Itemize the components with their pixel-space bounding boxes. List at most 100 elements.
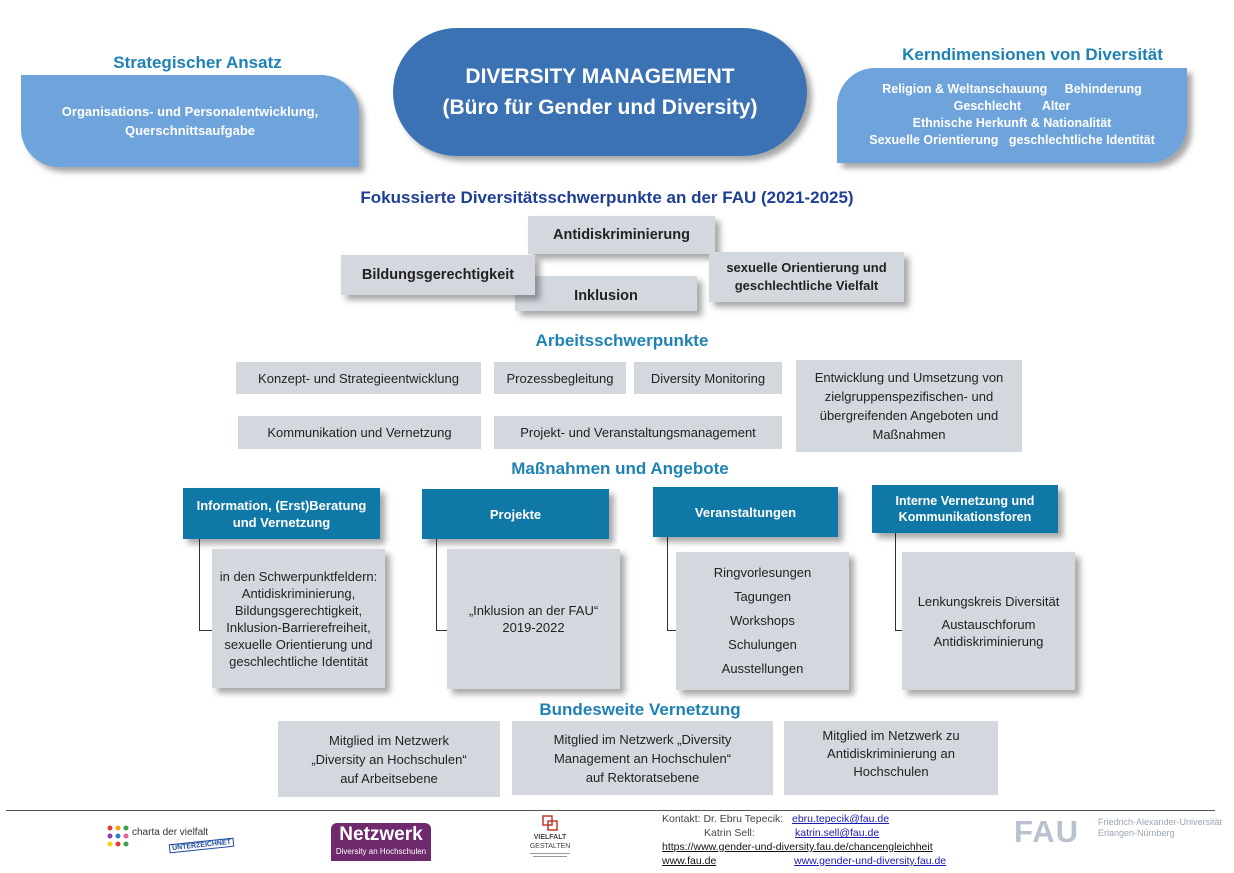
core-dimensions-panel: Religion & Weltanschauung Behinderung Ge…	[837, 68, 1187, 163]
work-monitoring: Diversity Monitoring	[634, 362, 782, 394]
connector-line	[667, 537, 678, 631]
measure-veranst-header: Veranstaltungen	[653, 487, 838, 537]
network-box-3: Mitglied im Netzwerk zu Antidiskriminier…	[784, 721, 998, 795]
dimension-item: Geschlecht	[953, 99, 1022, 113]
fau-name-2: Erlangen-Nürnberg	[1098, 828, 1175, 838]
measure-info-line: Bildungsgerechtigkeit,	[234, 602, 363, 618]
measure-info-line: geschlechtliche Identität	[229, 653, 368, 669]
measure-veranst-title: Veranstaltungen	[694, 504, 797, 520]
vielfalt-title: VIELFALT	[533, 834, 567, 841]
network-box-3-line: Antidiskriminierung an	[827, 746, 955, 761]
network-box-2-line: Management an Hochschulen“	[553, 750, 732, 766]
core-dimensions-heading: Kerndimensionen von Diversität	[902, 45, 1163, 64]
measure-info-body: in den Schwerpunktfeldern: Antidiskrimin…	[212, 549, 385, 688]
dimension-item: Behinderung	[1064, 82, 1142, 96]
work-focus-heading: Arbeitsschwerpunkte	[535, 331, 709, 350]
dimension-item: Religion & Weltanschauung	[882, 82, 1048, 96]
dimension-item: geschlechtliche Identität	[1008, 133, 1155, 147]
work-kommunikation: Kommunikation und Vernetzung	[238, 416, 481, 449]
focus-heading: Fokussierte Diversitätsschwerpunkte an d…	[360, 188, 854, 207]
focus-antidiskriminierung: Antidiskriminierung	[528, 216, 715, 254]
contact-2-email-link[interactable]: katrin.sell@fau.de	[795, 827, 880, 839]
measure-info-line: in den Schwerpunktfeldern:	[219, 568, 378, 584]
netzwerk-logo: Netzwerk Diversity an Hochschulen	[331, 823, 431, 861]
network-box-2-line: auf Rektoratsebene	[585, 769, 700, 785]
connector-line	[199, 539, 214, 631]
netzwerk-logo-title: Netzwerk	[339, 824, 423, 845]
measure-projekte-line: 2019-2022	[502, 620, 565, 635]
dimension-item: Ethnische Herkunft & Nationalität	[912, 116, 1112, 130]
contact-2-label: Katrin Sell:	[704, 827, 755, 839]
measure-projekte-body: „Inklusion an der FAU“ 2019-2022	[447, 549, 620, 689]
measure-projekte-line: „Inklusion an der FAU“	[468, 603, 599, 618]
measure-veranst-line: Workshops	[730, 613, 795, 628]
contact-1-label: Kontakt: Dr. Ebru Tepecik:	[662, 813, 784, 825]
strategic-heading: Strategischer Ansatz	[113, 53, 282, 72]
dimension-row-1: Religion & Weltanschauung Behinderung	[837, 81, 1187, 98]
focus-sexuelle-label: sexuelle Orientierung und geschlechtlich…	[726, 260, 887, 293]
network-box-1-line: auf Arbeitsebene	[340, 770, 438, 786]
focus-sexuelle-orientierung: sexuelle Orientierung und geschlechtlich…	[709, 252, 904, 302]
strategic-text: Organisations- und Personalentwicklung, …	[61, 104, 319, 138]
charta-logo: charta der vielfalt UNTERZEICHNET	[107, 824, 237, 860]
vielfalt-fineprint-line	[530, 853, 570, 854]
measure-info-line: sexuelle Orientierung und	[224, 636, 373, 652]
charta-stamp: UNTERZEICHNET	[168, 837, 235, 854]
work-kommunikation-label: Kommunikation und Vernetzung	[267, 425, 452, 440]
work-monitoring-label: Diversity Monitoring	[650, 370, 766, 386]
contact-1-email-link[interactable]: ebru.tepecik@fau.de	[792, 813, 890, 825]
national-network-heading: Bundesweite Vernetzung	[539, 700, 741, 719]
focus-bildungsgerechtigkeit: Bildungsgerechtigkeit	[341, 255, 535, 295]
connector-line	[436, 539, 449, 631]
title-line-1: DIVERSITY MANAGEMENT	[465, 65, 735, 88]
vielfalt-symbol-icon	[542, 815, 558, 831]
focus-bildungsgerechtigkeit-label: Bildungsgerechtigkeit	[361, 267, 515, 283]
work-entwicklung-label: Entwicklung und Umsetzung von zielgruppe…	[814, 370, 1004, 442]
dimension-item: Alter	[1041, 99, 1071, 113]
work-projekt: Projekt- und Veranstaltungsmanagement	[494, 416, 782, 449]
measure-info-line: Antidiskriminierung,	[241, 585, 356, 601]
network-box-3-line: Hochschulen	[853, 764, 929, 779]
vielfalt-fineprint-line	[533, 856, 567, 857]
network-box-1-line: Mitglied im Netzwerk	[329, 732, 449, 748]
gender-diversity-link[interactable]: www.gender-und-diversity.fau.de	[794, 855, 947, 867]
work-konzept-label: Konzept- und Strategieentwicklung	[258, 370, 459, 386]
measure-intern-line: Austauschforum	[941, 616, 1036, 632]
work-konzept: Konzept- und Strategieentwicklung	[236, 362, 481, 394]
network-box-2: Mitglied im Netzwerk „Diversity Manageme…	[512, 721, 773, 795]
network-box-3-line: Mitglied im Netzwerk zu	[822, 728, 960, 743]
strategic-panel: Organisations- und Personalentwicklung, …	[21, 75, 359, 167]
focus-antidiskriminierung-label: Antidiskriminierung	[553, 227, 690, 243]
fau-link[interactable]: www.fau.de	[662, 855, 717, 867]
netzwerk-logo-sub: Diversity an Hochschulen	[335, 847, 427, 856]
title-ellipse: DIVERSITY MANAGEMENT (Büro für Gender un…	[393, 28, 807, 156]
measure-info-line: Inklusion-Barrierefreiheit,	[226, 619, 371, 635]
work-projekt-label: Projekt- und Veranstaltungsmanagement	[520, 425, 756, 440]
work-entwicklung: Entwicklung und Umsetzung von zielgruppe…	[796, 360, 1022, 452]
measure-projekte-title: Projekte	[489, 506, 542, 522]
measure-veranst-line: Tagungen	[733, 589, 792, 604]
fau-logo: FAU Friedrich-Alexander-Universität Erla…	[1014, 813, 1229, 853]
work-prozess-label: Prozessbegleitung	[506, 370, 614, 386]
footer-divider	[6, 810, 1215, 811]
measure-info-header: Information, (Erst)Beratung und Vernetzu…	[183, 488, 380, 539]
measure-intern-body: Lenkungskreis Diversität Austauschforum …	[902, 552, 1075, 690]
measures-heading: Maßnahmen und Angebote	[511, 459, 729, 478]
measure-veranst-body: Ringvorlesungen Tagungen Workshops Schul…	[676, 552, 849, 690]
charta-text: charta der vielfalt	[132, 827, 209, 838]
chancengleichheit-link[interactable]: https://www.gender-und-diversity.fau.de/…	[662, 841, 933, 853]
measure-intern-line: Lenkungskreis Diversität	[917, 593, 1060, 609]
network-box-1: Mitglied im Netzwerk „Diversity an Hochs…	[278, 721, 500, 797]
title-line-2: (Büro für Gender und Diversity)	[442, 96, 758, 119]
connector-line	[895, 533, 905, 631]
fau-name-1: Friedrich-Alexander-Universität	[1098, 817, 1223, 827]
dimension-row-2: Geschlecht Alter	[837, 98, 1187, 115]
measure-info-title: Information, (Erst)Beratung und Vernetzu…	[196, 497, 367, 530]
network-box-1-line: „Diversity an Hochschulen“	[311, 751, 467, 767]
focus-inklusion-label: Inklusion	[574, 287, 638, 304]
measure-projekte-header: Projekte	[422, 489, 609, 539]
measure-veranst-line: Ringvorlesungen	[713, 565, 812, 580]
measure-veranst-line: Ausstellungen	[721, 661, 804, 676]
measure-intern-title: Interne Vernetzung und Kommunikationsfor…	[895, 494, 1035, 524]
network-box-2-line: Mitglied im Netzwerk „Diversity	[553, 731, 732, 747]
